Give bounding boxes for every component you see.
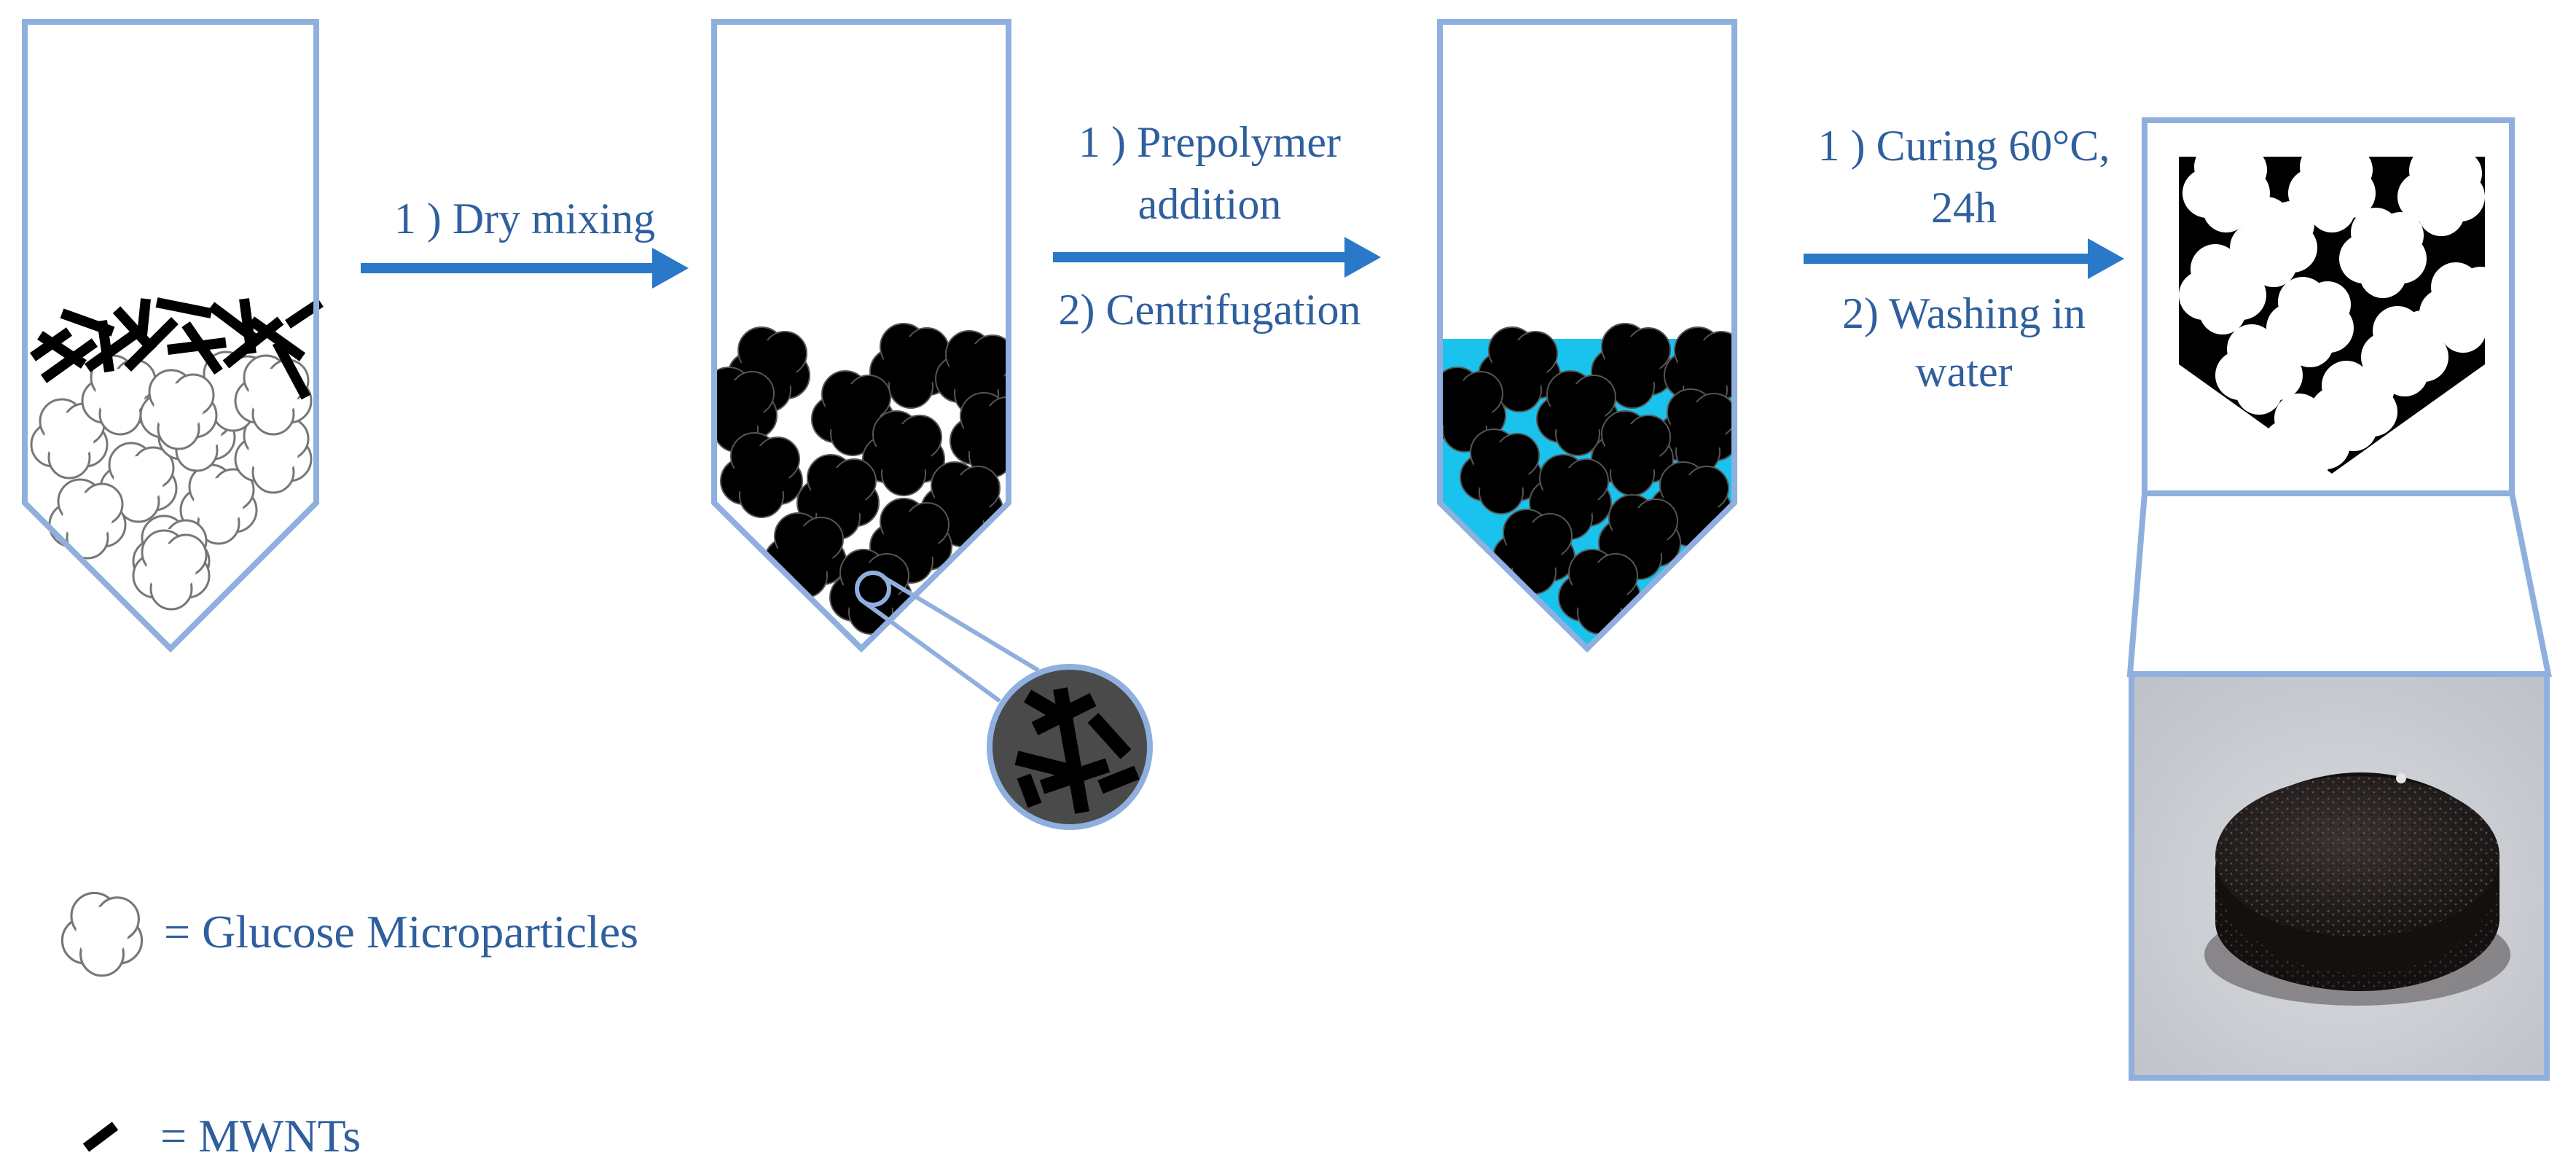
tube-2-outline (711, 19, 1011, 653)
nanotube-stick-icon (82, 1122, 119, 1152)
right-arrow-icon (652, 248, 689, 289)
step-3-label-line-2: 24h (1931, 184, 1997, 232)
step-2-label-line-3: 2) Centrifugation (1059, 286, 1361, 334)
step-2-label-line-2: addition (1138, 180, 1282, 228)
right-arrow-icon (2088, 238, 2124, 279)
tube-1-outline (22, 19, 319, 653)
legend-glucose-label: = Glucose Microparticles (164, 906, 638, 958)
sponge-photo (2129, 671, 2550, 1081)
legend-mwnt-label: = MWNTs (160, 1110, 361, 1162)
step-3-label-line-4: water (1915, 348, 2012, 396)
magnifier-source-circle (855, 571, 891, 607)
porous-sponge-schematic (2142, 117, 2515, 499)
step-3-label-line-3: 2) Washing in (1842, 289, 2086, 337)
tube-1-glucose-particles (30, 351, 313, 611)
cloud-particle-icon (60, 891, 144, 977)
tube-3-outline (1437, 19, 1737, 653)
tube-3-prepolymer (1437, 19, 1737, 653)
step-2-label-line-1: 1 ) Prepolymer (1078, 118, 1341, 166)
right-arrow-icon (1344, 237, 1381, 278)
tube-1-dry-components (22, 19, 324, 653)
arrow-3 (1804, 238, 2124, 279)
step-1-label: 1 ) Dry mixing (394, 195, 655, 243)
legend: = Glucose Microparticles = MWNTs (60, 891, 638, 1162)
mwnt-zoom-circle (987, 664, 1153, 830)
tube-2-coated-particles (711, 19, 1153, 830)
zoom-connector (2126, 490, 2552, 677)
arrow-2 (1053, 237, 1381, 278)
arrow-1 (361, 248, 689, 289)
step-3-label-line-1: 1 ) Curing 60°C, (1818, 122, 2110, 170)
